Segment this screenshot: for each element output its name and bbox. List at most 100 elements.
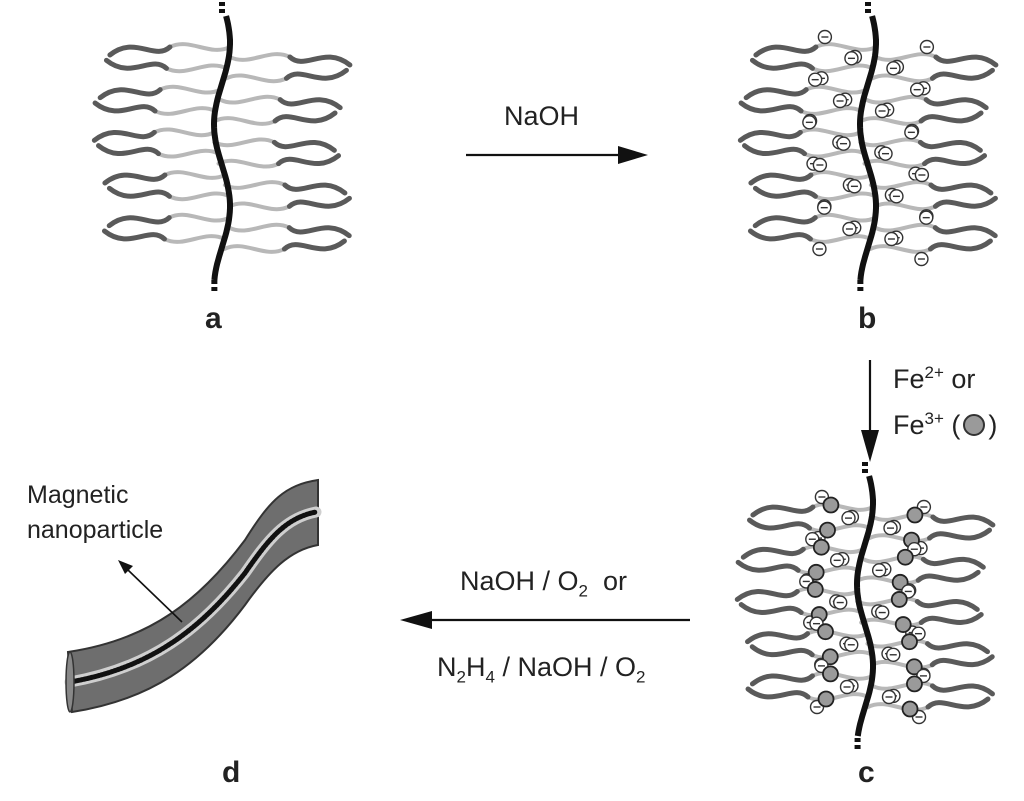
side-chain-outer: [101, 228, 167, 242]
side-chain-inner: [216, 158, 281, 169]
annotation-magnetic: Magnetic: [27, 481, 129, 509]
side-chain-outer: [752, 215, 818, 229]
anion-icon: [874, 103, 890, 119]
anion-icon: [802, 115, 817, 130]
side-chain-outer: [752, 185, 818, 199]
side-chain-inner: [799, 106, 864, 116]
side-chain-inner: [158, 84, 223, 95]
iron-ion-icon: [817, 623, 834, 641]
side-chain-outer: [932, 225, 998, 239]
polymer-brush-a: [91, 2, 353, 294]
side-chain-outer: [282, 182, 348, 196]
side-chain-inner: [810, 649, 875, 660]
side-chain-outer: [925, 641, 991, 655]
side-chain-outer: [747, 228, 813, 242]
anion-icon: [919, 39, 935, 55]
side-chain-outer: [930, 514, 996, 528]
side-chain-outer: [918, 110, 984, 124]
side-chain-inner: [795, 586, 860, 597]
side-chain-inner: [804, 84, 869, 95]
side-chain-inner: [858, 137, 923, 148]
anion-icon: [904, 125, 919, 140]
side-chain-inner: [862, 158, 927, 169]
anion-icon: [914, 251, 929, 267]
side-chain-inner: [167, 42, 232, 52]
anion-icon: [807, 72, 823, 87]
anion-icon: [884, 231, 899, 247]
fe-charge-3plus: 3+: [924, 409, 944, 428]
anion-icon: [919, 210, 934, 225]
side-chain-outer: [745, 631, 811, 645]
anion-icon: [829, 553, 845, 568]
side-chain-outer: [928, 182, 994, 196]
iron-ion-icon: [822, 665, 839, 683]
side-chain-inner: [222, 244, 287, 254]
iron-ion-icon: [901, 633, 918, 651]
side-chain-outer: [927, 238, 993, 252]
side-chain-outer: [914, 598, 980, 612]
side-chain-outer: [740, 546, 806, 560]
side-chain-inner: [162, 170, 227, 180]
side-chain-inner: [227, 201, 292, 212]
anion-icon: [875, 605, 890, 620]
side-chain-inner: [865, 638, 930, 649]
polymer-backbone: [856, 15, 879, 281]
side-chain-inner: [796, 565, 861, 576]
side-chain-outer: [106, 215, 172, 229]
side-chain-outer: [281, 238, 347, 252]
iron-ion-icon: [821, 648, 839, 666]
anion-icon: [817, 200, 832, 215]
side-chain-outer: [929, 683, 995, 697]
close-paren: ): [988, 410, 998, 440]
side-chain-inner: [870, 659, 935, 670]
side-chain-outer: [107, 44, 173, 58]
anion-icon: [832, 93, 848, 109]
reagent-step3-line2: N2H4 / NaOH / O2: [437, 652, 645, 687]
side-chain-outer: [97, 87, 163, 101]
anion-icon: [841, 510, 856, 526]
side-chain-outer: [747, 517, 813, 531]
side-chain-inner: [868, 180, 933, 190]
side-chain-outer: [927, 527, 993, 541]
polymer-backbone: [853, 475, 876, 737]
arrow-c-to-d: [400, 611, 690, 629]
side-chain-inner: [798, 127, 863, 138]
annotation-pointer: [118, 560, 183, 623]
reagent-step3-line1: NaOH / O2 or: [460, 566, 627, 601]
side-chain-outer: [750, 504, 816, 518]
anion-icon: [844, 51, 859, 66]
magnetic-fiber: [64, 478, 322, 714]
side-chain-inner: [799, 607, 864, 618]
side-chain-outer: [735, 559, 801, 573]
iron-ion-icon: [819, 521, 836, 539]
nanoparticle-chain: [67, 509, 319, 685]
anion-icon: [878, 146, 893, 161]
side-chain-outer: [748, 172, 814, 186]
side-chain-inner: [867, 533, 932, 543]
side-chain-inner: [213, 116, 278, 126]
anion-icon: [812, 241, 827, 257]
naoh-o-text: NaOH / O: [460, 566, 579, 596]
side-chain-outer: [749, 673, 815, 687]
side-chain-inner: [873, 222, 938, 233]
reagent-step1: NaOH: [504, 101, 580, 131]
side-chain-inner: [153, 106, 218, 116]
side-chain-outer: [918, 612, 984, 626]
side-chain-inner: [167, 191, 232, 202]
side-chain-inner: [870, 512, 935, 522]
or-word: or: [943, 364, 976, 394]
side-chain-outer: [287, 54, 353, 68]
side-chain-outer: [96, 143, 162, 157]
side-chain-inner: [810, 502, 875, 512]
anion-icon: [839, 679, 855, 695]
side-chain-outer: [271, 139, 337, 153]
anion-icon: [817, 29, 833, 45]
anion-icon: [812, 157, 828, 173]
side-chain-outer: [102, 172, 168, 186]
side-chain-inner: [813, 191, 878, 202]
side-chain-outer: [925, 696, 991, 710]
side-chain-outer: [277, 97, 343, 111]
anion-icon: [842, 221, 857, 237]
side-chain-inner: [864, 94, 929, 105]
